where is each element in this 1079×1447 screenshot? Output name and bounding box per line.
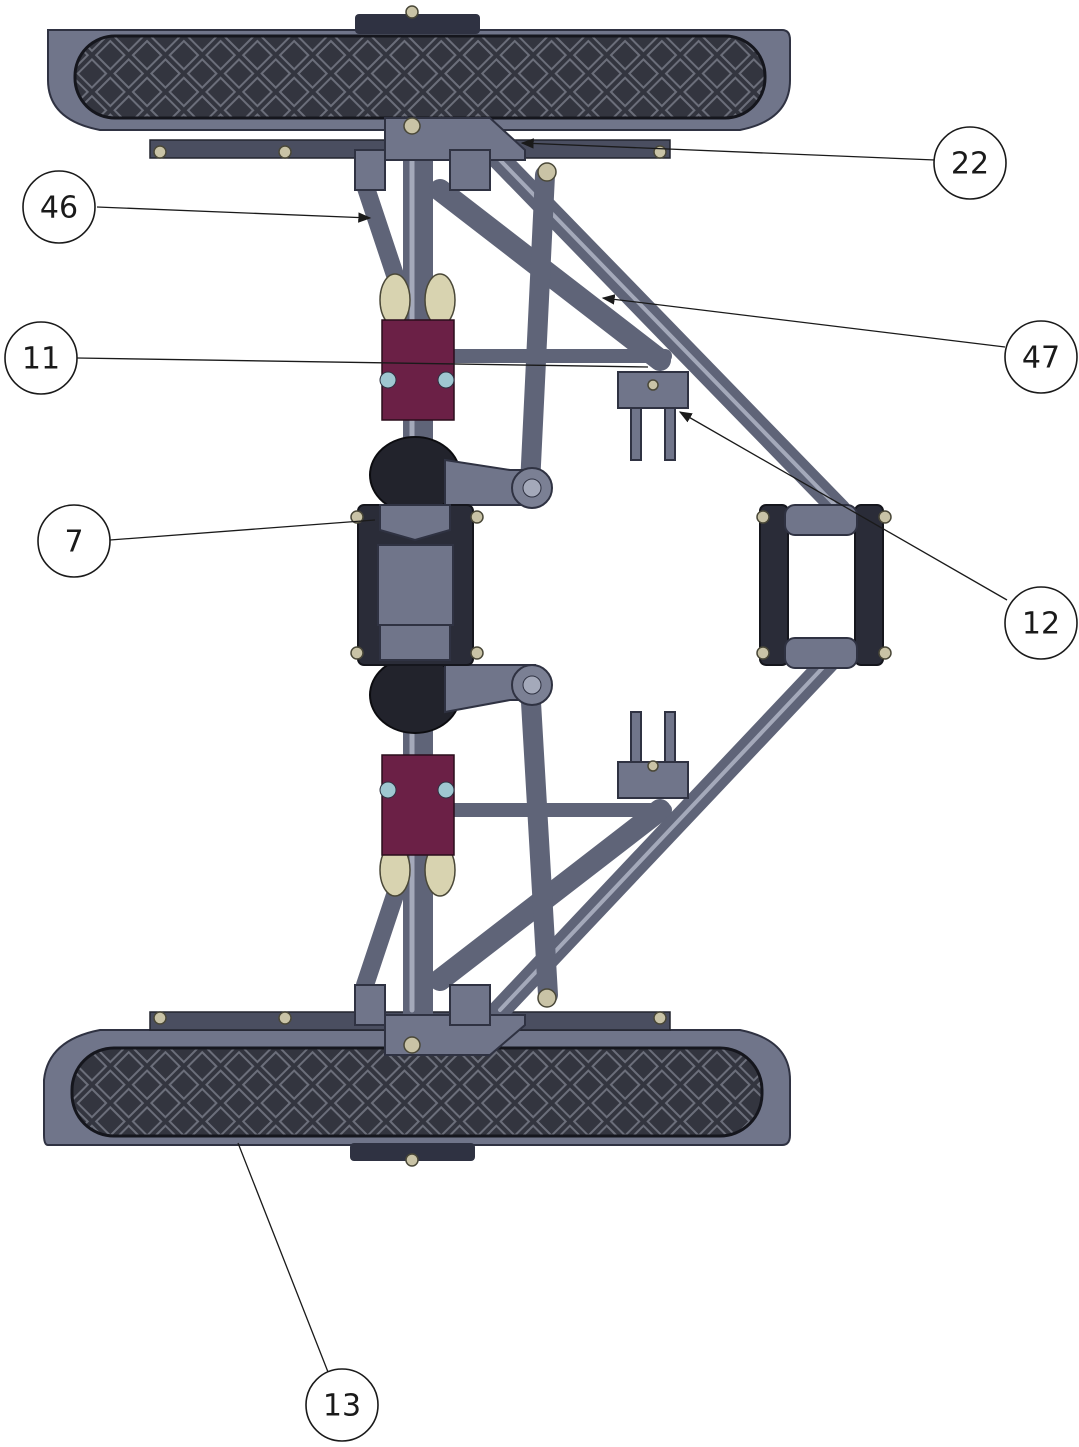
callout-13-label: 13 (323, 1389, 361, 1424)
leader-7 (109, 519, 376, 541)
lower-link-bracket (444, 664, 553, 714)
callout-22: 22 (933, 126, 1007, 200)
leader-11 (76, 357, 649, 368)
leader-46 (96, 206, 372, 223)
callout-11-label: 11 (22, 342, 60, 377)
callout-46-label: 46 (40, 191, 78, 226)
leader-lines (76, 138, 1008, 1373)
callout-46: 46 (22, 170, 96, 244)
bottom-tire (70, 1046, 764, 1138)
diagonal-tube-upper-b-hl (498, 158, 837, 507)
suspension-link-lower (520, 675, 558, 1005)
top-tire (73, 34, 767, 120)
side-brace-lower (356, 871, 409, 994)
callout-13: 13 (305, 1368, 379, 1442)
callout-22-label: 22 (951, 147, 989, 182)
bottom-hub-bolt (405, 1153, 419, 1167)
leader-13 (237, 1142, 329, 1373)
top-mount-plate (153, 117, 667, 191)
bottom-wheel (43, 1011, 791, 1167)
callout-11: 11 (4, 321, 78, 395)
callout-12-label: 12 (1022, 607, 1060, 642)
callout-47: 47 (1004, 320, 1078, 394)
upper-link-bracket (444, 458, 553, 509)
lower-clamp-plates (617, 711, 689, 799)
center-pivot-block (350, 504, 484, 666)
leader-12 (678, 411, 1008, 601)
leader-47 (601, 294, 1006, 348)
callout-7-label: 7 (64, 525, 83, 560)
upper-roller-stack (369, 273, 461, 514)
callout-12: 12 (1004, 586, 1078, 660)
lower-roller-stack (369, 656, 461, 897)
top-hub-bolt (405, 5, 419, 19)
leader-22 (520, 138, 936, 161)
right-pivot-frame (756, 504, 892, 669)
callout-47-label: 47 (1022, 341, 1060, 376)
top-hub (355, 14, 480, 34)
callout-7: 7 (37, 504, 111, 578)
bottom-mount-plate (153, 984, 667, 1056)
side-brace-upper (356, 176, 409, 299)
suspension-link-upper (520, 165, 555, 495)
upper-clamp-plates (617, 371, 689, 461)
bottom-hub (350, 1143, 475, 1161)
